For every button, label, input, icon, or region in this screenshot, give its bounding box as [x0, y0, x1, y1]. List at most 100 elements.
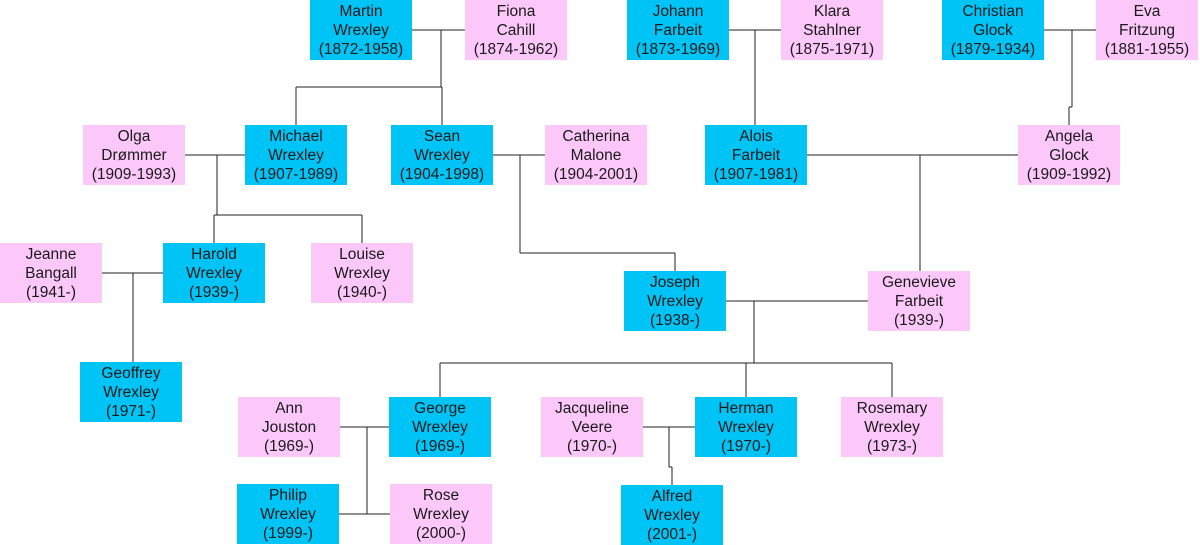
person-last-text: Farbeit [731, 146, 781, 164]
person-years-text: (1970-) [567, 437, 617, 455]
person-first-text: Catherina [562, 127, 630, 145]
person-years-text: (1969-) [415, 437, 465, 455]
person-first-text: Alfred [651, 487, 693, 505]
person-years-text: (1941-) [26, 283, 76, 301]
person-first-text: Johann [652, 2, 704, 20]
person-last-text: Wrexley [718, 418, 774, 436]
person-years-text: (1909-1993) [91, 165, 177, 183]
person-years-text: (2001-) [647, 525, 697, 543]
person-years-text: (2000-) [416, 524, 466, 542]
person-years-text: (1873-1969) [635, 40, 721, 58]
person-last-text: Glock [973, 21, 1013, 39]
person-last-text: Wrexley [864, 418, 920, 436]
person-years-text: (1999-) [263, 524, 313, 542]
person-first-text: Harold [191, 245, 237, 263]
person-first-text: Herman [718, 399, 774, 417]
person-first-text: George [414, 399, 466, 417]
person-first-text: Joseph [650, 273, 700, 291]
person-last-text: Wrexley [333, 21, 389, 39]
person-first-text: Michael [269, 127, 323, 145]
person-years-text: (1940-) [337, 283, 387, 301]
person-last-text: Malone [570, 146, 622, 164]
person-last-text: Wrexley [647, 292, 703, 310]
person-years-text: (1938-) [650, 311, 700, 329]
person-years-text: (1904-1998) [399, 165, 485, 183]
person-last-text: Wrexley [103, 383, 159, 401]
person-first-text: Jacqueline [554, 399, 630, 417]
person-years-text: (1872-1958) [318, 40, 404, 58]
person-years-text: (1879-1934) [950, 40, 1036, 58]
person-last-text: Drømmer [101, 146, 167, 164]
person-last-text: Veere [571, 418, 613, 436]
person-last-text: Bangall [25, 264, 77, 282]
person-first-text: Angela [1044, 127, 1094, 145]
person-last-text: Wrexley [412, 418, 468, 436]
person-years-text: (1907-1989) [253, 165, 339, 183]
person-years-text: (1971-) [106, 402, 156, 420]
person-last-text: Cahill [496, 21, 536, 39]
person-years-text: (1881-1955) [1104, 40, 1190, 58]
person-last-text: Wrexley [413, 505, 469, 523]
person-years-text: (1874-1962) [473, 40, 559, 58]
person-last-text: Wrexley [260, 505, 316, 523]
person-years-text: (1973-) [867, 437, 917, 455]
person-years-text: (1969-) [264, 437, 314, 455]
person-last-text: Wrexley [644, 506, 700, 524]
person-first-text: Christian [962, 2, 1024, 20]
person-last-text: Jouston [261, 418, 317, 436]
person-first-text: Geoffrey [101, 364, 161, 382]
person-first-text: Alois [739, 127, 773, 145]
person-first-text: Rose [422, 486, 460, 504]
person-last-text: Wrexley [186, 264, 242, 282]
person-first-text: Olga [117, 127, 151, 145]
person-first-text: Jeanne [25, 245, 77, 263]
person-first-text: Eva [1133, 2, 1161, 20]
person-first-text: Louise [339, 245, 385, 263]
person-first-text: Philip [269, 486, 307, 504]
person-last-text: Wrexley [268, 146, 324, 164]
person-first-text: Ann [275, 399, 303, 417]
person-years-text: (1904-2001) [553, 165, 639, 183]
person-first-text: Sean [423, 127, 461, 145]
person-last-text: Stahlner [803, 21, 861, 39]
person-last-text: Wrexley [414, 146, 470, 164]
person-last-text: Farbeit [894, 292, 944, 310]
person-first-text: Fiona [496, 2, 536, 20]
person-years-text: (1875-1971) [789, 40, 875, 58]
person-first-text: Genevieve [881, 273, 957, 291]
person-years-text: (1939-) [189, 283, 239, 301]
person-years-text: (1907-1981) [713, 165, 799, 183]
person-last-text: Wrexley [334, 264, 390, 282]
person-last-text: Fritzung [1119, 21, 1175, 39]
person-years-text: (1970-) [721, 437, 771, 455]
person-first-text: Martin [339, 2, 383, 20]
person-years-text: (1909-1992) [1026, 165, 1112, 183]
